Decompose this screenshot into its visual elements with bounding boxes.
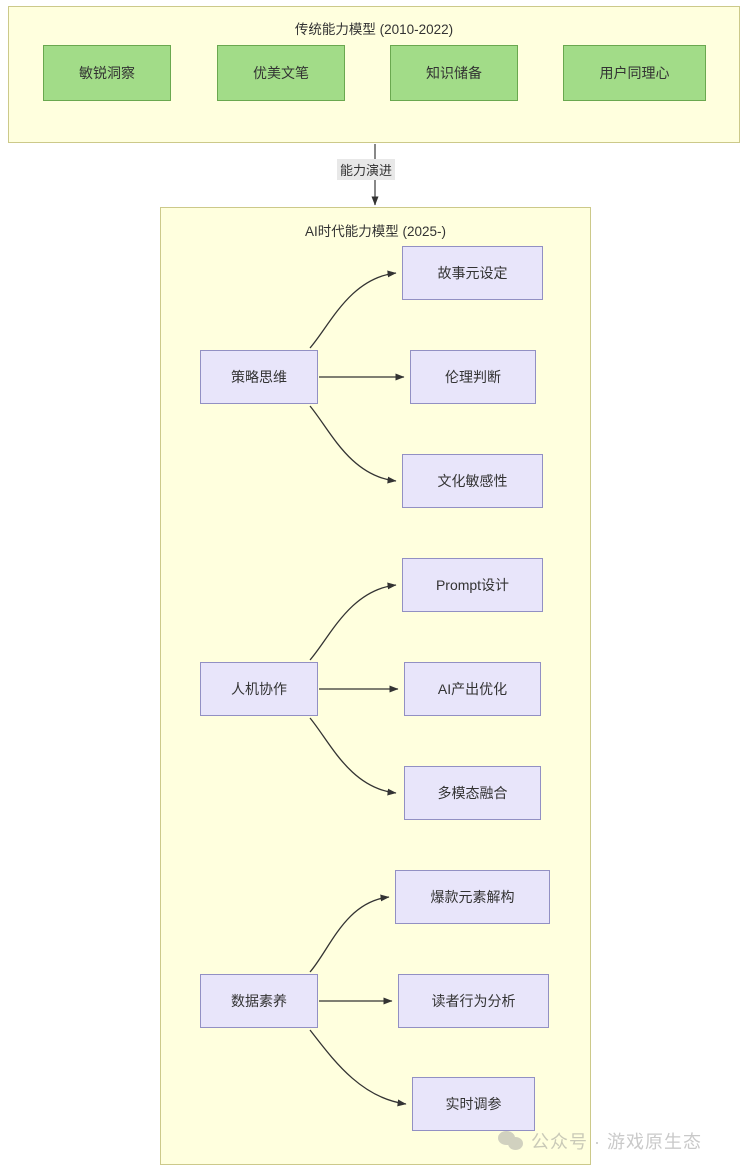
node-branch-1-child-1[interactable]: AI产出优化 — [404, 662, 541, 716]
node-branch-0-child-2[interactable]: 文化敏感性 — [402, 454, 543, 508]
node-legacy-0[interactable]: 敏锐洞察 — [43, 45, 171, 101]
node-branch-0-child-1[interactable]: 伦理判断 — [410, 350, 536, 404]
node-legacy-2[interactable]: 知识储备 — [390, 45, 518, 101]
watermark: 公众号 · 游戏原生态 — [498, 1128, 702, 1154]
node-branch-2-child-1[interactable]: 读者行为分析 — [398, 974, 549, 1028]
node-branch-2-child-2[interactable]: 实时调参 — [412, 1077, 535, 1131]
watermark-text: 公众号 · 游戏原生态 — [531, 1132, 702, 1152]
node-branch-root-0[interactable]: 策略思维 — [200, 350, 318, 404]
subgraph-ai-title: AI时代能力模型 (2025-) — [304, 224, 447, 239]
node-branch-1-child-0[interactable]: Prompt设计 — [402, 558, 543, 612]
edge-label-evolution: 能力演进 — [337, 159, 396, 180]
node-branch-1-child-2[interactable]: 多模态融合 — [404, 766, 541, 820]
node-branch-0-child-0[interactable]: 故事元设定 — [402, 246, 543, 300]
node-branch-root-1[interactable]: 人机协作 — [200, 662, 318, 716]
wechat-icon — [498, 1131, 524, 1151]
node-branch-root-2[interactable]: 数据素养 — [200, 974, 318, 1028]
node-legacy-1[interactable]: 优美文笔 — [217, 45, 345, 101]
node-legacy-3[interactable]: 用户同理心 — [563, 45, 706, 101]
node-branch-2-child-0[interactable]: 爆款元素解构 — [395, 870, 550, 924]
subgraph-legacy-title: 传统能力模型 (2010-2022) — [294, 22, 454, 37]
